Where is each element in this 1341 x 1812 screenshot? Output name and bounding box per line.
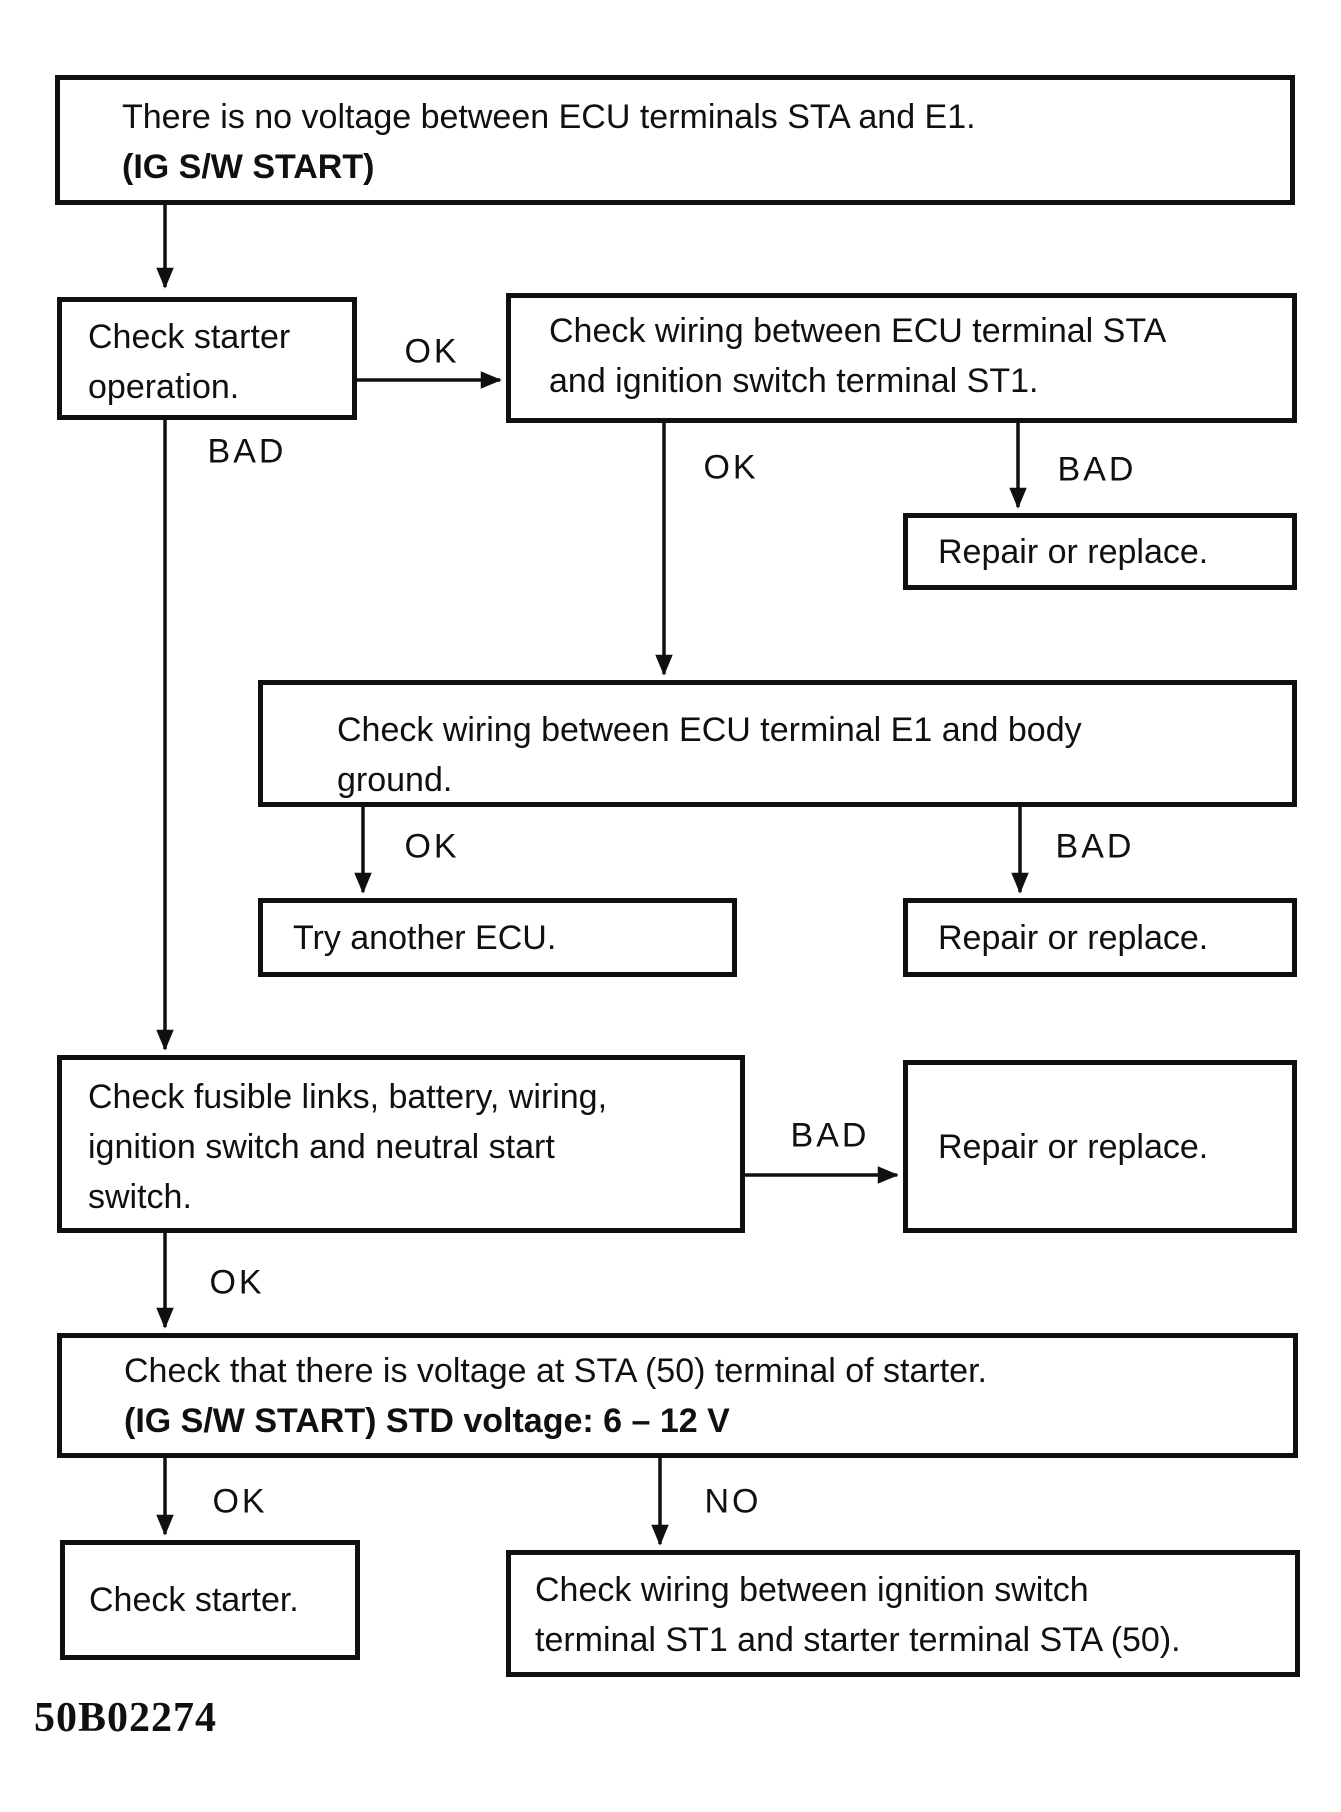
flow-node-check-wiring-ignition: Check wiring between ignition switch ter…: [506, 1550, 1300, 1677]
node-text-line: Check that there is voltage at STA (50) …: [124, 1352, 987, 1390]
flow-node-try-another-ecu: Try another ECU.: [258, 898, 737, 977]
node-text-line: There is no voltage between ECU terminal…: [122, 98, 976, 136]
edge-label-ok: OK: [212, 1482, 268, 1521]
flow-node-check-fusible-links: Check fusible links, battery, wiring, ig…: [57, 1055, 745, 1233]
node-text-line: Repair or replace.: [938, 918, 1209, 957]
edge-label-bad: BAD: [790, 1116, 870, 1155]
flow-node-repair-or-replace-1: Repair or replace.: [903, 513, 1297, 590]
flow-node-check-starter: Check starter.: [60, 1540, 360, 1660]
edge-label-no: NO: [704, 1482, 762, 1521]
edge-label-ok: OK: [209, 1263, 265, 1302]
node-text-line: Check wiring between ECU terminal E1 and…: [337, 711, 1082, 749]
edge-label-ok: OK: [703, 448, 759, 487]
flow-node-check-voltage-sta50: Check that there is voltage at STA (50) …: [57, 1333, 1298, 1458]
flow-node-check-wiring-e1: Check wiring between ECU terminal E1 and…: [258, 680, 1297, 807]
edge-label-ok: OK: [404, 332, 460, 371]
edge-label-ok: OK: [404, 827, 460, 866]
figure-code: 50B02274: [34, 1695, 218, 1741]
node-text-line: Check wiring between ECU terminal STA: [549, 312, 1167, 350]
node-text-line: Try another ECU.: [293, 918, 557, 957]
flow-node-repair-or-replace-2: Repair or replace.: [903, 898, 1297, 977]
node-text-line: (IG S/W START): [122, 148, 375, 186]
node-text-line: and ignition switch terminal ST1.: [549, 362, 1039, 400]
node-text-line: ground.: [337, 761, 453, 799]
node-text-line: ignition switch and neutral start: [88, 1128, 555, 1166]
flow-node-check-wiring-sta: Check wiring between ECU terminal STA an…: [506, 293, 1297, 423]
node-text-line: Check wiring between ignition switch: [535, 1571, 1089, 1609]
node-text-line: operation.: [88, 368, 240, 406]
edge-label-bad: BAD: [1055, 827, 1135, 866]
node-text-line: (IG S/W START) STD voltage: 6 – 12 V: [124, 1402, 730, 1440]
flow-node-repair-or-replace-3: Repair or replace.: [903, 1060, 1297, 1233]
node-text-line: Check fusible links, battery, wiring,: [88, 1078, 608, 1116]
edge-label-bad: BAD: [1057, 450, 1137, 489]
node-text-line: Check starter.: [89, 1581, 299, 1619]
node-text-line: Repair or replace.: [938, 1127, 1209, 1166]
flow-node-start: There is no voltage between ECU terminal…: [55, 75, 1295, 205]
node-text-line: Repair or replace.: [938, 532, 1209, 571]
node-text-line: switch.: [88, 1178, 192, 1216]
edge-label-bad: BAD: [207, 432, 287, 471]
node-text-line: Check starter: [88, 318, 291, 356]
node-text-line: terminal ST1 and starter terminal STA (5…: [535, 1621, 1181, 1659]
flow-node-check-starter-operation: Check starter operation.: [57, 297, 357, 420]
